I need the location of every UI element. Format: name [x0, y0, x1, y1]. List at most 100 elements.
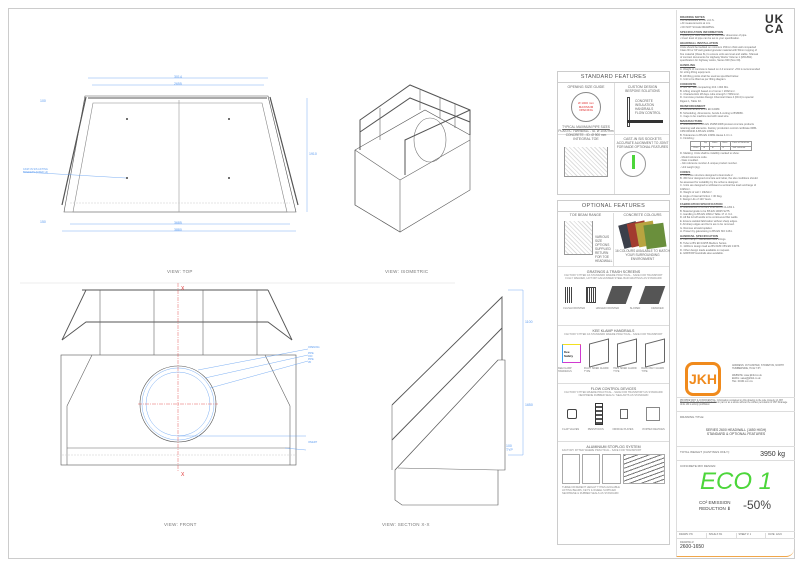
flow-label: FLAP VALVES — [562, 428, 580, 431]
stoplog-key-icon — [582, 454, 601, 484]
notes-line: B. Material grade to be BS EN 10025 S275… — [680, 209, 731, 213]
drawing-title-1: SERIES 2600 HEADWALL (1650 HIGH) — [705, 428, 767, 432]
opening-sub2: PLASTIC TWINWALL - ID. Ø 1000 mm — [558, 129, 614, 133]
grating-flush-icon — [564, 287, 573, 303]
notes-heading: CONCRETE — [680, 81, 697, 86]
website-link[interactable]: www.jkhltd.co.uk — [744, 374, 762, 377]
finish-table-cell: Face of Structure — [729, 141, 753, 147]
handrail-back-only-icon — [645, 338, 665, 368]
email-link[interactable]: sales@jkhltd.co.uk — [740, 377, 761, 380]
opening-size-guide: OPENING SIZE GUIDE Ø 1000 mm MAXIMUM OPE… — [558, 85, 614, 137]
tel: 01964 xxx xxx — [737, 380, 753, 383]
notes-line: - Unit weight (kg). — [680, 165, 701, 169]
weight-block: TOTAL WEIGHT (CASTINGS ONLY): 3950 kg — [677, 448, 795, 461]
custom-design: CUSTOM DESIGN BESPOKE SOLUTIONS CONCRETE… — [615, 85, 670, 127]
stoplog-beam-icon — [562, 454, 581, 484]
stoplog-note: LIFTING BEAMS, KEYS & WHEEL SUPPLIED — [562, 489, 616, 492]
notes-heading: DRAWING NOTES — [680, 14, 705, 19]
notes-line: E. GRP/FRP Handrails also available. — [680, 252, 724, 255]
custom-item: INSULATION — [635, 103, 654, 107]
disclaimer-label: PROPRIETARY & CONFIDENTIAL: — [680, 400, 717, 402]
grating-label: SLOPED — [629, 307, 641, 310]
grating-sloped-icon — [605, 286, 633, 304]
vortex-device-icon — [646, 407, 661, 421]
notes-line: D. All flat & buff welds to be continuou… — [680, 216, 739, 220]
finish-table-cell: A — [708, 145, 721, 152]
notes-heading: HEADWALL INSTALLATION — [680, 41, 718, 46]
view-iso-label: VIEW: ISOMETRIC — [385, 269, 429, 274]
view-front-label: VIEW: FRONT — [164, 522, 197, 527]
dim-bottom-overall: 3880 — [174, 228, 182, 232]
notes-line: D. Weight of soil = 19kN/m³. — [680, 191, 713, 195]
drawing-number-block: DRAWING #: 2600-1650 — [677, 540, 795, 551]
notes-line: A. Weight of concrete is based on 2.4 to… — [680, 67, 760, 75]
penstock-icon — [594, 403, 603, 425]
weight-value: 3950 kg — [760, 451, 785, 458]
flow-label: ORIFICE PLATES — [612, 428, 634, 431]
gratings-sub: FACTORY FITTED AS STANDARD WHERE PRACTIC… — [564, 274, 663, 277]
notes-line: B. Tube to BS EN 10255 Medium Series. — [680, 241, 727, 245]
callout-invert: INVERT — [308, 441, 318, 444]
disclaimer: PROPRIETARY & CONFIDENTIAL: Information … — [677, 400, 795, 412]
notes-line: D. Marking: Units shall be indelibly mar… — [680, 152, 740, 156]
notes-line: C. Handling to BS EN 1090-2 Table 17 cl.… — [680, 213, 733, 217]
drawn-by: DRAWN: PN — [677, 533, 707, 538]
opening-sub3: CONCRETE - ID. Ø 900 mm — [565, 133, 607, 137]
section-view — [391, 289, 524, 506]
notes-line: B. All lifting points shall be used as s… — [680, 74, 739, 78]
kee-sub: FACTORY FITTED AS STANDARD WHERE PRACTIC… — [564, 333, 663, 336]
top-outline — [63, 95, 297, 213]
kee-label: KEE KLAMP HANDRAILS — [558, 367, 572, 373]
notes-line: - Date moulded. — [680, 158, 699, 162]
dim-wall-height: 1650 — [525, 403, 533, 407]
address-label: ADDRESS: — [732, 364, 745, 367]
date: DATE: 12/24 — [768, 533, 782, 536]
dim-top-wall: 100 — [40, 99, 46, 103]
title-block-column: UK CA DRAWING NOTES• All dimensions in m… — [676, 10, 795, 557]
flow-sub2: NEOPRENE RUBBER SEALS / SEALANTS AS STAN… — [578, 394, 649, 397]
notes-line: • Opening in back wall cast to suit oute… — [680, 34, 748, 38]
colours-note: 16 COLOURS AVAILABLE TO MATCH YOUR SURRO… — [615, 249, 670, 261]
flow-control-section: FLOW CONTROL DEVICES FACTORY FITTED WHER… — [558, 385, 669, 442]
drawing-meta: DRAWN: PN ISSUE #: B1 SHEET #: 1 DATE: 1… — [677, 533, 795, 539]
toe-beam-diagram — [564, 221, 593, 255]
notes-line: E. Angle of internal friction = 30 Deg. — [680, 194, 723, 198]
colours-title: CONCRETE COLOURS — [623, 213, 662, 217]
notes-line: • All dimensions in mm U.O.S. — [680, 18, 715, 22]
kee-label: BACK ONLY GUARD TYPE — [641, 367, 665, 373]
drawing-number: 2600-1650 — [680, 544, 704, 550]
drawing-title-2: STANDARD & OPTIONAL FEATURES — [706, 432, 766, 436]
gratings-section: GRATINGS & TRASH SCREENS FACTORY FITTED … — [558, 268, 669, 326]
cast-in-sockets: CAST-IN SIS SOCKETS ACCURATE ALIGNMENT T… — [615, 137, 670, 177]
callout-lifting: CAST-IN SIS LIFTING SOCKETS (FIXED x4) — [23, 168, 49, 174]
grating-hinged-icon — [585, 287, 596, 303]
notes-line: F. All sharp edges and burrs are to be r… — [680, 223, 735, 227]
flow-label: PENSTOCKS — [587, 428, 604, 431]
callout-pipe-id: PIPE I/D — [308, 358, 314, 364]
colour-swatches — [615, 219, 670, 250]
address: JKH LIMITED, STORETON, NORTH HUMBERSIDE,… — [732, 364, 784, 370]
disclaimer-text: Information contained on this drawing is… — [680, 400, 788, 406]
handrail-fully-sided-icon — [589, 338, 609, 368]
toe-title: INTEGRAL TOE — [573, 137, 599, 141]
tel-label: TEL: — [732, 380, 738, 383]
dim-depth: 1910 — [309, 152, 317, 156]
pencil-icon — [627, 120, 663, 123]
notes-line: A. Concrete structure designed to Euroco… — [680, 174, 734, 178]
grating-label: HINGED FRONTED — [595, 307, 620, 310]
notes-line: A. Mix ref: Self compacting 2C4 / 2D4 Mi… — [680, 86, 729, 90]
notes-line: - Job reference number & unique product … — [680, 162, 738, 166]
notes-line: • DO NOT SCALE DRAWING. — [680, 25, 715, 29]
view-section-label: VIEW: SECTION X-X — [382, 522, 430, 527]
notes-line: C. Characteristic 28 days cube strength … — [680, 93, 740, 97]
custom-item: HANDRAILS — [635, 107, 654, 111]
weight-label: TOTAL WEIGHT (CASTINGS ONLY): — [680, 450, 730, 454]
flow-title: FLOW CONTROL DEVICES — [590, 387, 637, 391]
notes-line: C. Cage to be machine tied with steel wi… — [680, 114, 730, 118]
notes-line: C. Finishing: — [680, 136, 695, 140]
section-mark-top: X — [181, 286, 185, 292]
grating-label: CRANKED — [650, 307, 664, 310]
website-label: WEBSITE: — [732, 374, 744, 377]
stoplog-sub: FACTORY FITTED WHERE PRACTICAL - SAFE FO… — [562, 449, 642, 452]
section-mark-bottom: X — [181, 472, 185, 478]
